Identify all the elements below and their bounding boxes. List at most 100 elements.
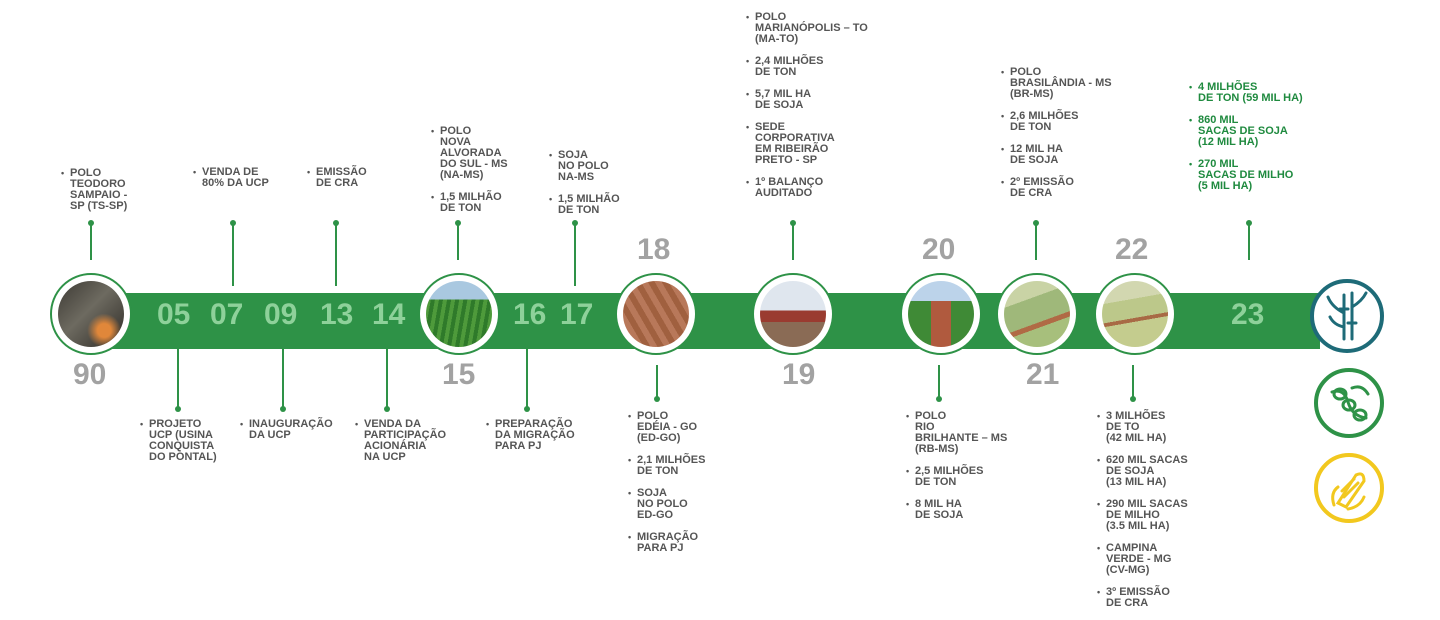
note-text: 2,4 MILHÕES DE TON	[755, 55, 824, 78]
note-2013: • EMISSÃO DE CRA	[307, 167, 367, 200]
note-text: 3º EMISSÃO DE CRA	[1106, 586, 1170, 609]
year-19: 19	[782, 358, 816, 391]
bullet: •	[1097, 587, 1101, 597]
note-text: PROJETO UCP (USINA CONQUISTA DO PONTAL)	[149, 418, 217, 463]
note-text: VENDA DE 80% DA UCP	[202, 166, 269, 189]
connector-20	[938, 365, 940, 398]
photo-1990	[50, 273, 132, 355]
note-2021: • POLO BRASILÂNDIA - MS (BR-MS) • 2,6 MILH…	[1001, 67, 1112, 210]
note-text: 2,6 MILHÕES DE TON	[1010, 110, 1079, 133]
note-text: SEDE CORPORATIVA EM RIBEIRÃO PRETO - SP	[755, 121, 835, 166]
connector-17	[574, 223, 576, 286]
note-text: 12 MIL HA DE SOJA	[1010, 143, 1063, 166]
connector-14	[386, 349, 388, 408]
year-17: 17	[560, 298, 594, 331]
connector-dot-22	[1130, 396, 1136, 402]
note-text: POLO BRASILÂNDIA - MS (BR-MS)	[1010, 66, 1112, 100]
note-text: EMISSÃO DE CRA	[316, 166, 367, 189]
bullet: •	[140, 419, 144, 429]
bullet: •	[906, 411, 910, 421]
note-text: SOJA NO POLO NA-MS	[558, 149, 609, 183]
year-20: 20	[922, 233, 956, 266]
note-text: 270 MIL SACAS DE MILHO (5 MIL HA)	[1198, 158, 1294, 192]
note-2014: •VENDA DA PARTICIPAÇÃO ACIONÁRIA NA UCP	[355, 419, 446, 474]
note-2016: •PREPARAÇÃO DA MIGRAÇÃO PARA PJ	[486, 419, 575, 463]
note-text: 4 MILHÕES DE TON (59 MIL HA)	[1198, 81, 1303, 104]
photo-2019	[752, 273, 834, 355]
bullet: •	[431, 126, 435, 136]
bullet: •	[1001, 177, 1005, 187]
bullet: •	[628, 488, 632, 498]
bullet: •	[906, 466, 910, 476]
sugarcane-icon-graphic	[1326, 291, 1368, 341]
bullet: •	[549, 150, 553, 160]
bullet: •	[1001, 144, 1005, 154]
note-text: MIGRAÇÃO PARA PJ	[637, 531, 699, 554]
year-23: 23	[1231, 298, 1265, 331]
bullet: •	[628, 455, 632, 465]
connector-dot-05	[175, 406, 181, 412]
soybean-icon-graphic	[1330, 385, 1370, 422]
connector-dot-16	[524, 406, 530, 412]
note-text: POLO RIO BRILHANTE – MS (RB-MS)	[915, 410, 1008, 455]
note-2022: • 3 MILHÕES DE TO (42 MIL HA) • 620 MIL SA…	[1097, 411, 1188, 620]
year-16: 16	[513, 298, 547, 331]
year-15: 15	[442, 358, 476, 391]
year-07: 07	[210, 298, 244, 331]
connector-23	[1248, 223, 1250, 260]
bullet: •	[628, 411, 632, 421]
year-05: 05	[157, 298, 191, 331]
note-2015: •POLO NOVA ALVORADA DO SUL - MS (NA-MS) …	[431, 126, 508, 225]
note-text: 1,5 MILHÃO DE TON	[440, 191, 502, 214]
bullet: •	[906, 499, 910, 509]
note-text: 8 MIL HA DE SOJA	[915, 498, 964, 521]
bullet: •	[1097, 411, 1101, 421]
year-22: 22	[1115, 233, 1149, 266]
bullet: •	[746, 12, 750, 22]
year-09: 09	[264, 298, 298, 331]
bullet: •	[240, 419, 244, 429]
note-text: INAUGURAÇÃO DA UCP	[249, 418, 333, 441]
bullet: •	[1189, 115, 1193, 125]
bullet: •	[61, 168, 65, 178]
bullet: •	[307, 167, 311, 177]
note-text: POLO EDÉIA - GO (ED-GO)	[637, 410, 698, 444]
note-text: POLO NOVA ALVORADA DO SUL - MS (NA-MS)	[440, 125, 508, 181]
bullet: •	[1189, 159, 1193, 169]
connector-09	[282, 349, 284, 408]
connector-dot-09	[280, 406, 286, 412]
note-2020: •POLO RIO BRILHANTE – MS (RB-MS) •2,5 MI…	[906, 411, 1007, 532]
connector-22	[1132, 365, 1134, 398]
note-2007: •VENDA DE 80% DA UCP	[193, 167, 269, 200]
bullet: •	[431, 192, 435, 202]
note-text: POLO TEODORO SAMPAIO - SP (TS-SP)	[70, 167, 128, 212]
bullet: •	[746, 122, 750, 132]
note-2023: •4 MILHÕES DE TON (59 MIL HA) •860 MIL S…	[1189, 82, 1303, 203]
sugarcane-icon	[1310, 279, 1384, 353]
note-2017: •SOJA NO POLO NA-MS •1,5 MILHÃO DE TON	[549, 150, 620, 227]
year-90: 90	[73, 358, 107, 391]
year-14: 14	[372, 298, 406, 331]
note-text: 2º EMISSÃO DE CRA	[1010, 176, 1074, 199]
connector-18	[656, 365, 658, 398]
note-text: 620 MIL SACAS DE SOJA (13 MIL HA)	[1106, 454, 1188, 488]
bullet: •	[549, 194, 553, 204]
bullet: •	[1097, 455, 1101, 465]
bullet: •	[746, 177, 750, 187]
note-text: SOJA NO POLO ED-GO	[637, 487, 688, 521]
note-2019: •POLO MARIANÓPOLIS – TO (MA-TO) •2,4 MIL…	[746, 12, 868, 210]
connector-07	[232, 223, 234, 286]
bullet: •	[1097, 499, 1101, 509]
note-text: 290 MIL SACAS DE MILHO (3.5 MIL HA)	[1106, 498, 1188, 532]
note-text: 3 MILHÕES DE TO (42 MIL HA)	[1106, 410, 1167, 444]
note-text: 5,7 MIL HA DE SOJA	[755, 88, 812, 111]
bullet: •	[746, 56, 750, 66]
connector-dot-18	[654, 396, 660, 402]
year-13: 13	[320, 298, 354, 331]
connector-19	[792, 223, 794, 260]
photo-2015	[418, 273, 500, 355]
note-text: 1º BALANÇO AUDITADO	[755, 176, 824, 199]
bullet: •	[486, 419, 490, 429]
connector-15	[457, 223, 459, 260]
note-text: VENDA DA PARTICIPAÇÃO ACIONÁRIA NA UCP	[364, 418, 447, 463]
